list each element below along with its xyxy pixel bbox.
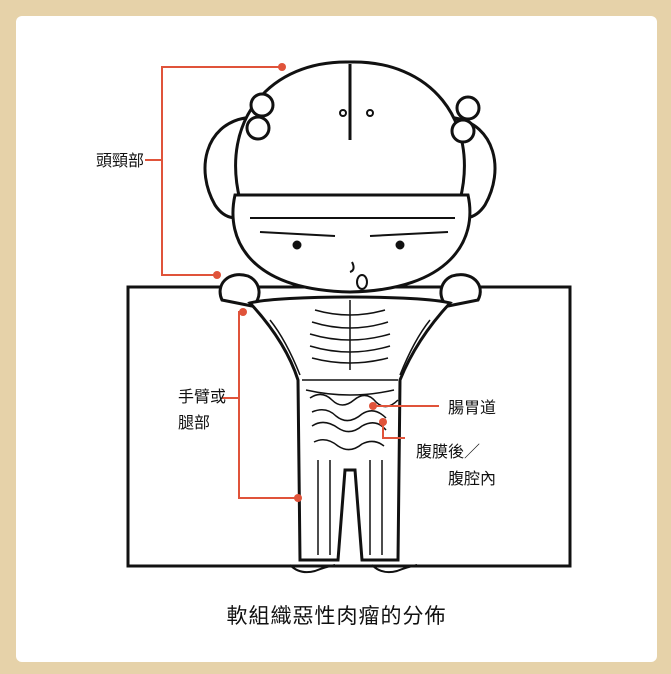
label-retro-line2: 腹腔內 (448, 469, 497, 488)
label-head-neck: 頭頸部 (96, 151, 145, 170)
body-outline (247, 295, 453, 574)
body-illustration (126, 60, 572, 574)
skeleton (269, 300, 431, 555)
illustration-panel: 頭頸部 手臂或 腿部 腸胃道 腹膜後／ 腹腔內 軟組織惡性肉瘤的分佈 (16, 16, 657, 662)
retro-leader (382, 422, 405, 439)
label-gi-tract: 腸胃道 (448, 398, 497, 417)
figure-caption: 軟組織惡性肉瘤的分佈 (226, 604, 447, 628)
hands (218, 273, 482, 308)
leader-dots (213, 63, 387, 502)
label-retro-line1: 腹膜後／ (416, 442, 481, 461)
hair (203, 60, 497, 220)
label-limbs-line2: 腿部 (178, 413, 211, 432)
label-limbs-line1: 手臂或 (178, 387, 227, 406)
head-neck-leader (161, 66, 282, 276)
face (231, 109, 472, 294)
